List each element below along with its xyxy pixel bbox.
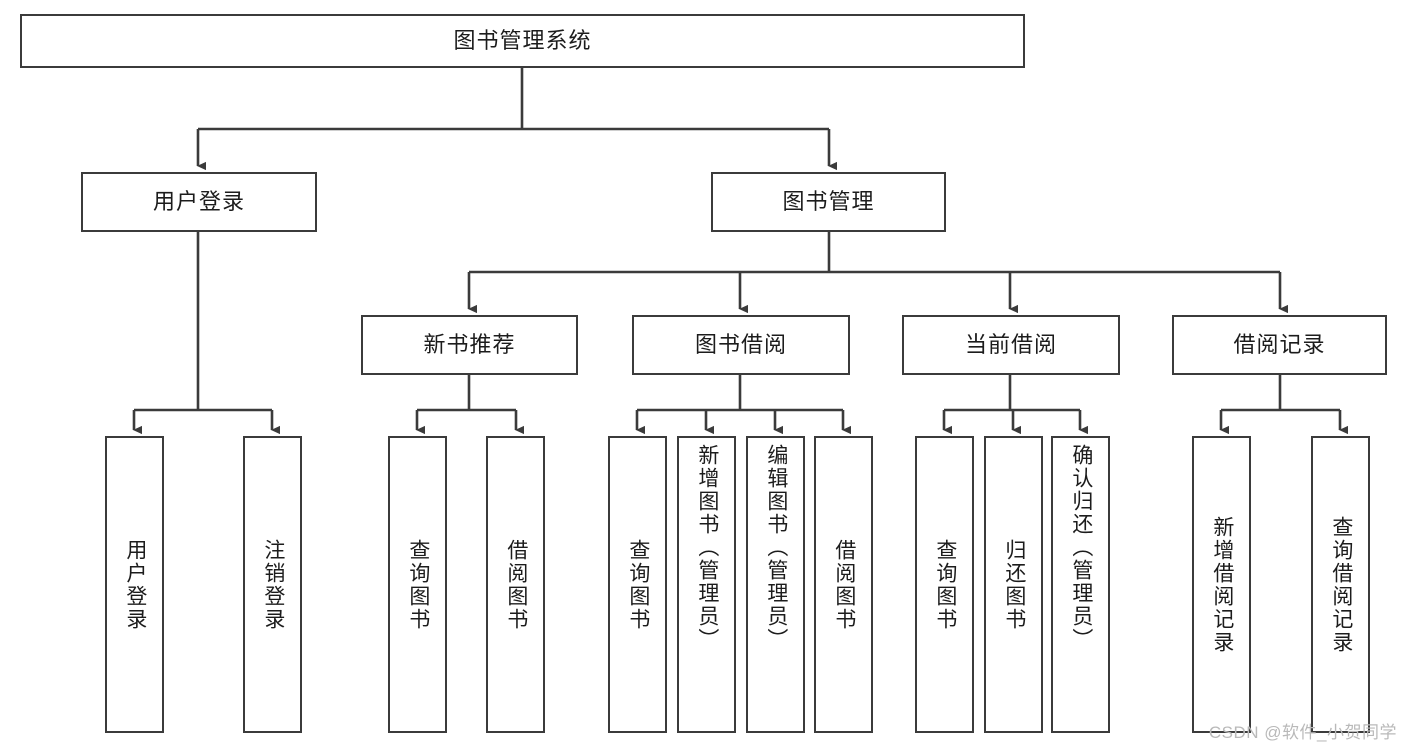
node-leaf-query-borrow-record-label: 查询借阅记录 xyxy=(1329,515,1353,654)
node-leaf-return-book[interactable]: 归还图书 xyxy=(984,436,1043,733)
node-leaf-logout[interactable]: 注销登录 xyxy=(243,436,302,733)
node-leaf-borrow-book-label: 借阅图书 xyxy=(832,538,856,631)
node-leaf-query-book-current[interactable]: 查询图书 xyxy=(915,436,974,733)
node-leaf-query-borrow-record[interactable]: 查询借阅记录 xyxy=(1311,436,1370,733)
node-leaf-query-book-borrow[interactable]: 查询图书 xyxy=(608,436,667,733)
node-leaf-add-book-admin[interactable]: 新增图书（管理员） xyxy=(677,436,736,733)
node-current-borrow[interactable]: 当前借阅 xyxy=(902,315,1120,375)
node-book-borrow-label: 图书借阅 xyxy=(694,331,787,357)
node-user-login-label: 用户登录 xyxy=(152,188,245,214)
node-leaf-add-borrow-record-label: 新增借阅记录 xyxy=(1210,515,1234,654)
node-leaf-query-book-borrow-label: 查询图书 xyxy=(626,538,650,631)
node-leaf-edit-book-admin[interactable]: 编辑图书（管理员） xyxy=(746,436,805,733)
csdn-watermark: CSDN @软件_小贺同学 xyxy=(1208,723,1397,742)
node-leaf-confirm-return-admin[interactable]: 确认归还（管理员） xyxy=(1051,436,1110,733)
node-leaf-user-login-label: 用户登录 xyxy=(123,538,147,631)
node-new-book-recommend[interactable]: 新书推荐 xyxy=(361,315,578,375)
node-leaf-edit-book-admin-label: 编辑图书（管理员） xyxy=(764,444,788,651)
node-leaf-return-book-label: 归还图书 xyxy=(1002,538,1026,631)
node-borrow-record[interactable]: 借阅记录 xyxy=(1172,315,1387,375)
node-leaf-confirm-return-admin-label: 确认归还（管理员） xyxy=(1069,444,1093,651)
node-leaf-user-login[interactable]: 用户登录 xyxy=(105,436,164,733)
node-book-borrow[interactable]: 图书借阅 xyxy=(632,315,850,375)
node-leaf-add-borrow-record[interactable]: 新增借阅记录 xyxy=(1192,436,1251,733)
node-leaf-borrow-book-rec[interactable]: 借阅图书 xyxy=(486,436,545,733)
node-leaf-query-book-rec-label: 查询图书 xyxy=(406,538,430,631)
node-current-borrow-label: 当前借阅 xyxy=(964,331,1057,357)
node-root-label: 图书管理系统 xyxy=(453,27,592,53)
node-book-management-label: 图书管理 xyxy=(782,188,875,214)
node-new-book-recommend-label: 新书推荐 xyxy=(423,331,516,357)
node-leaf-borrow-book-rec-label: 借阅图书 xyxy=(504,538,528,631)
node-user-login[interactable]: 用户登录 xyxy=(81,172,317,232)
node-leaf-add-book-admin-label: 新增图书（管理员） xyxy=(695,444,719,651)
node-leaf-query-book-current-label: 查询图书 xyxy=(933,538,957,631)
node-leaf-borrow-book[interactable]: 借阅图书 xyxy=(814,436,873,733)
node-root[interactable]: 图书管理系统 xyxy=(20,14,1025,68)
node-borrow-record-label: 借阅记录 xyxy=(1233,331,1326,357)
node-leaf-logout-label: 注销登录 xyxy=(261,538,285,631)
node-book-management[interactable]: 图书管理 xyxy=(711,172,946,232)
node-leaf-query-book-rec[interactable]: 查询图书 xyxy=(388,436,447,733)
